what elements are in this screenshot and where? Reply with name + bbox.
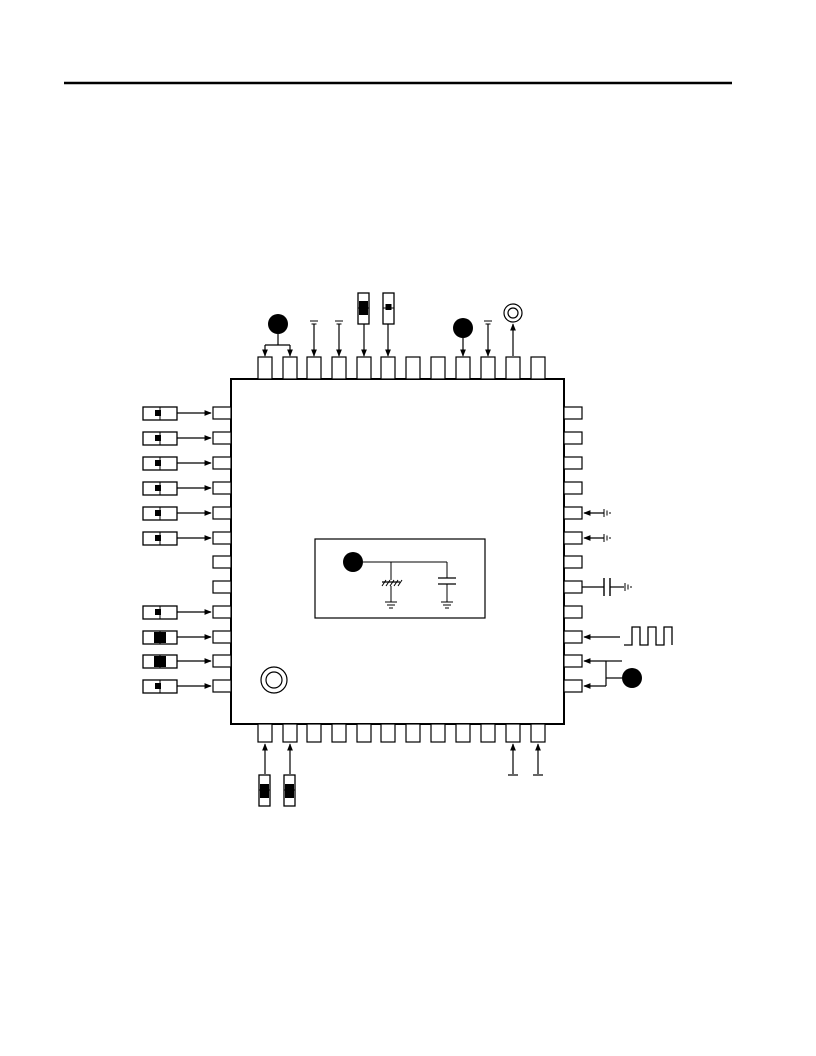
pin-bottom-6 [380,723,396,743]
left-jumper-icon-6 [142,531,178,546]
left-jumper-icon-4 [142,481,178,496]
pin-right-10 [563,630,583,644]
inset-node-icon [343,552,363,572]
pin-right-9 [563,605,583,619]
top-node-icon [268,314,288,334]
pin-bottom-8 [430,723,446,743]
pin-top-4 [331,356,347,380]
top-ground-icon-3 [484,320,492,325]
top-ground-icon-2 [335,320,343,325]
left-jumper-icon-11 [142,654,178,669]
bottom-jumper-icon-2 [283,774,296,807]
right-ground-icon-3 [624,583,632,591]
pin1-marker [260,666,288,694]
clock-signal-icon [624,626,673,646]
pin-right-4 [563,481,583,495]
right-ground-icon-2 [603,534,611,542]
pin-bottom-5 [356,723,372,743]
left-jumper-icon-9 [142,605,178,620]
pin-bottom-3 [306,723,322,743]
pin-right-3 [563,456,583,470]
left-jumper-icon-5 [142,506,178,521]
pin-left-8 [212,580,232,594]
pin-top-7 [405,356,421,380]
pin-left-6 [212,531,232,545]
capacitor-icon [603,578,611,596]
pin-bottom-4 [331,723,347,743]
pin-bottom-1 [257,723,273,743]
pin-top-3 [306,356,322,380]
pin-left-10 [212,630,232,644]
pin-bottom-12 [530,723,546,743]
probe-icon-inner [507,307,519,319]
pins-bottom [257,723,546,743]
pin-top-8 [430,356,446,380]
pins-right [563,406,583,693]
right-node-icon [622,668,642,688]
top-node-icon-2 [453,318,473,338]
chassis-ground-icon [381,579,403,587]
pin-bottom-10 [480,723,496,743]
pin-top-9 [455,356,471,380]
pins-left [212,406,232,693]
pin-right-1 [563,406,583,420]
pin-left-4 [212,481,232,495]
pin-bottom-9 [455,723,471,743]
right-ground-icon-1 [603,509,611,517]
pin-right-5 [563,506,583,520]
left-jumper-icon-3 [142,456,178,471]
pin-bottom-11 [505,723,521,743]
pin-top-10 [480,356,496,380]
pins-top [257,356,546,380]
pin-right-11 [563,654,583,668]
pin-top-1 [257,356,273,380]
ground-icon [441,601,453,609]
pin-right-8 [563,580,583,594]
bottom-jumper-icon-1 [258,774,271,807]
pin-right-12 [563,679,583,693]
top-jumper-icon-2 [382,292,395,325]
inset-box [314,538,486,619]
left-jumper-icon-12 [142,679,178,694]
pin-bottom-7 [405,723,421,743]
top-ground-icon-1 [310,320,318,325]
pin-top-11 [505,356,521,380]
pin-top-5 [356,356,372,380]
pin-left-2 [212,431,232,445]
pin-left-12 [212,679,232,693]
ground-icon [385,601,397,609]
pin-right-6 [563,531,583,545]
pin-left-1 [212,406,232,420]
pin-left-7 [212,555,232,569]
pin-left-11 [212,654,232,668]
pin-right-7 [563,555,583,569]
pin-left-5 [212,506,232,520]
pin-left-3 [212,456,232,470]
pin-bottom-2 [282,723,298,743]
top-jumper-icon-1 [357,292,370,325]
pin-top-12 [530,356,546,380]
pin-top-6 [380,356,396,380]
inset-schematic [314,538,486,619]
pin-right-2 [563,431,583,445]
pin-left-9 [212,605,232,619]
pin-top-2 [282,356,298,380]
left-jumper-icon-2 [142,431,178,446]
left-jumper-icon-1 [142,406,178,421]
left-jumper-icon-10 [142,630,178,645]
pin-connections [142,292,673,807]
circle-marker-inner [265,671,283,689]
